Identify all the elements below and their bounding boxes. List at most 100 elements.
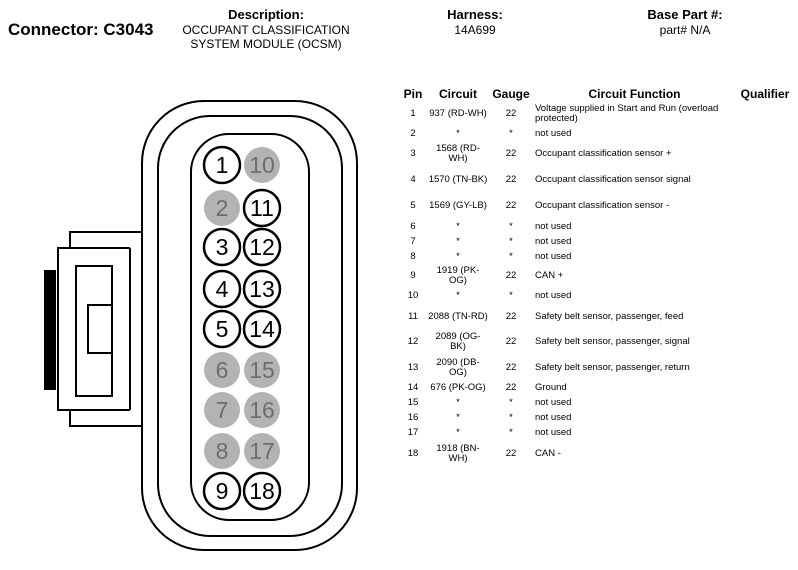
circuit-cell: 1570 (TN-BK) — [428, 174, 488, 185]
cavity-circle — [242, 471, 282, 511]
cavity-7: 7 — [204, 392, 240, 428]
base-part-block: Base Part #: part# N/A — [615, 7, 755, 37]
cavity-16: 16 — [244, 392, 280, 428]
function-cell: Voltage supplied in Start and Run (overl… — [535, 102, 719, 124]
function-cell: Safety belt sensor, passenger, return — [535, 362, 690, 373]
circuit-cell: 1919 (PK-OG) — [436, 265, 480, 286]
cavity-circle — [204, 190, 240, 226]
pin-cell: 6 — [410, 220, 416, 232]
cavity-number: 2 — [216, 195, 229, 221]
cavity-circle — [242, 309, 282, 349]
qualifier-cell — [735, 304, 795, 329]
pin-cell: 10 — [407, 290, 419, 301]
qualifier-cell — [735, 410, 795, 425]
cavity-2: 2 — [204, 190, 240, 226]
cavity-circle — [242, 269, 282, 309]
table-row: 7**not used — [398, 234, 795, 249]
table-row: 6**not used — [398, 219, 795, 234]
connector-title: Connector: C3043 — [8, 20, 154, 39]
circuit-cell: 2090 (DB-OG) — [436, 357, 480, 378]
cavity-14: 14 — [242, 309, 282, 349]
table-row: 17**not used — [398, 425, 795, 440]
harness-value: 14A699 — [454, 23, 496, 37]
cavity-circle — [244, 147, 280, 183]
circuit-cell: * — [456, 396, 460, 408]
function-cell: CAN - — [535, 447, 561, 459]
gauge-cell: * — [509, 426, 513, 438]
table-row: 10**not used — [398, 288, 795, 304]
cavity-number: 11 — [250, 195, 274, 221]
header-pin: Pin — [403, 87, 423, 101]
circuit-cell: 2088 (TN-RD) — [428, 310, 488, 322]
function-cell: Occupant classification sensor + — [535, 148, 672, 159]
latch-window — [75, 265, 113, 397]
cavity-15: 15 — [244, 352, 280, 388]
function-cell: Safety belt sensor, passenger, signal — [535, 336, 690, 347]
cavity-number: 3 — [216, 234, 229, 260]
description-block: Description: OCCUPANT CLASSIFICATION SYS… — [160, 7, 372, 51]
qualifier-cell — [735, 440, 795, 467]
cavity-18: 18 — [242, 471, 282, 511]
gauge-cell: * — [509, 127, 513, 139]
cavity-number: 18 — [249, 478, 275, 504]
gauge-cell: 22 — [505, 148, 517, 159]
cavity-1: 1 — [202, 145, 242, 185]
pin-cell: 7 — [410, 235, 416, 247]
cavity-circle — [242, 188, 282, 228]
function-cell: not used — [535, 250, 572, 262]
cavity-8: 8 — [204, 433, 240, 469]
function-cell: Safety belt sensor, passenger, feed — [535, 310, 684, 322]
cavity-circle — [244, 392, 280, 428]
cavity-number: 10 — [249, 152, 275, 178]
header-circuit: Circuit — [438, 87, 477, 101]
housing-outer — [141, 100, 358, 551]
table-row: 16**not used — [398, 410, 795, 425]
function-cell: Occupant classification sensor - — [535, 200, 670, 211]
qualifier-cell — [735, 219, 795, 234]
gauge-cell: * — [509, 250, 513, 262]
cavity-number: 7 — [216, 397, 229, 423]
cavity-number: 8 — [216, 438, 229, 464]
function-cell: not used — [535, 127, 572, 139]
function-cell: Ground — [535, 382, 567, 393]
pin-cell: 12 — [407, 336, 419, 347]
pin-cell: 8 — [410, 250, 416, 262]
pin-cell: 3 — [410, 148, 416, 159]
cavity-10: 10 — [244, 147, 280, 183]
circuit-cell: * — [456, 290, 460, 301]
function-cell: not used — [535, 411, 572, 423]
header-qualifier: Qualifier — [740, 87, 790, 101]
description-line-2: SYSTEM MODULE (OCSM) — [190, 37, 342, 51]
qualifier-cell — [735, 249, 795, 264]
circuit-cell: 676 (PK-OG) — [430, 382, 486, 393]
description-label: Description: — [228, 7, 304, 22]
cavity-circle — [244, 433, 280, 469]
function-cell: not used — [535, 396, 572, 408]
qualifier-cell — [735, 264, 795, 288]
function-cell: not used — [535, 220, 572, 232]
cavity-number: 1 — [216, 152, 229, 178]
cavity-circle — [202, 471, 242, 511]
cavity-circle — [202, 309, 242, 349]
function-cell: Occupant classification sensor signal — [535, 174, 691, 185]
table-header-row: Pin Circuit Gauge Circuit Function Quali… — [398, 85, 795, 101]
housing-inner — [157, 115, 343, 537]
harness-block: Harness: 14A699 — [420, 7, 530, 37]
gauge-cell: * — [509, 235, 513, 247]
qualifier-cell — [735, 141, 795, 167]
description-line-1: OCCUPANT CLASSIFICATION — [182, 23, 350, 37]
circuit-cell: * — [456, 220, 460, 232]
circuit-cell: 937 (RD-WH) — [429, 107, 487, 119]
cavity-4: 4 — [202, 269, 242, 309]
cavity-number: 9 — [216, 478, 229, 504]
function-cell: not used — [535, 235, 572, 247]
cavity-number: 12 — [249, 234, 275, 260]
qualifier-cell — [735, 288, 795, 304]
cavity-circle — [202, 269, 242, 309]
header-circuit-function: Circuit Function — [588, 87, 681, 101]
gauge-cell: 22 — [505, 362, 517, 373]
